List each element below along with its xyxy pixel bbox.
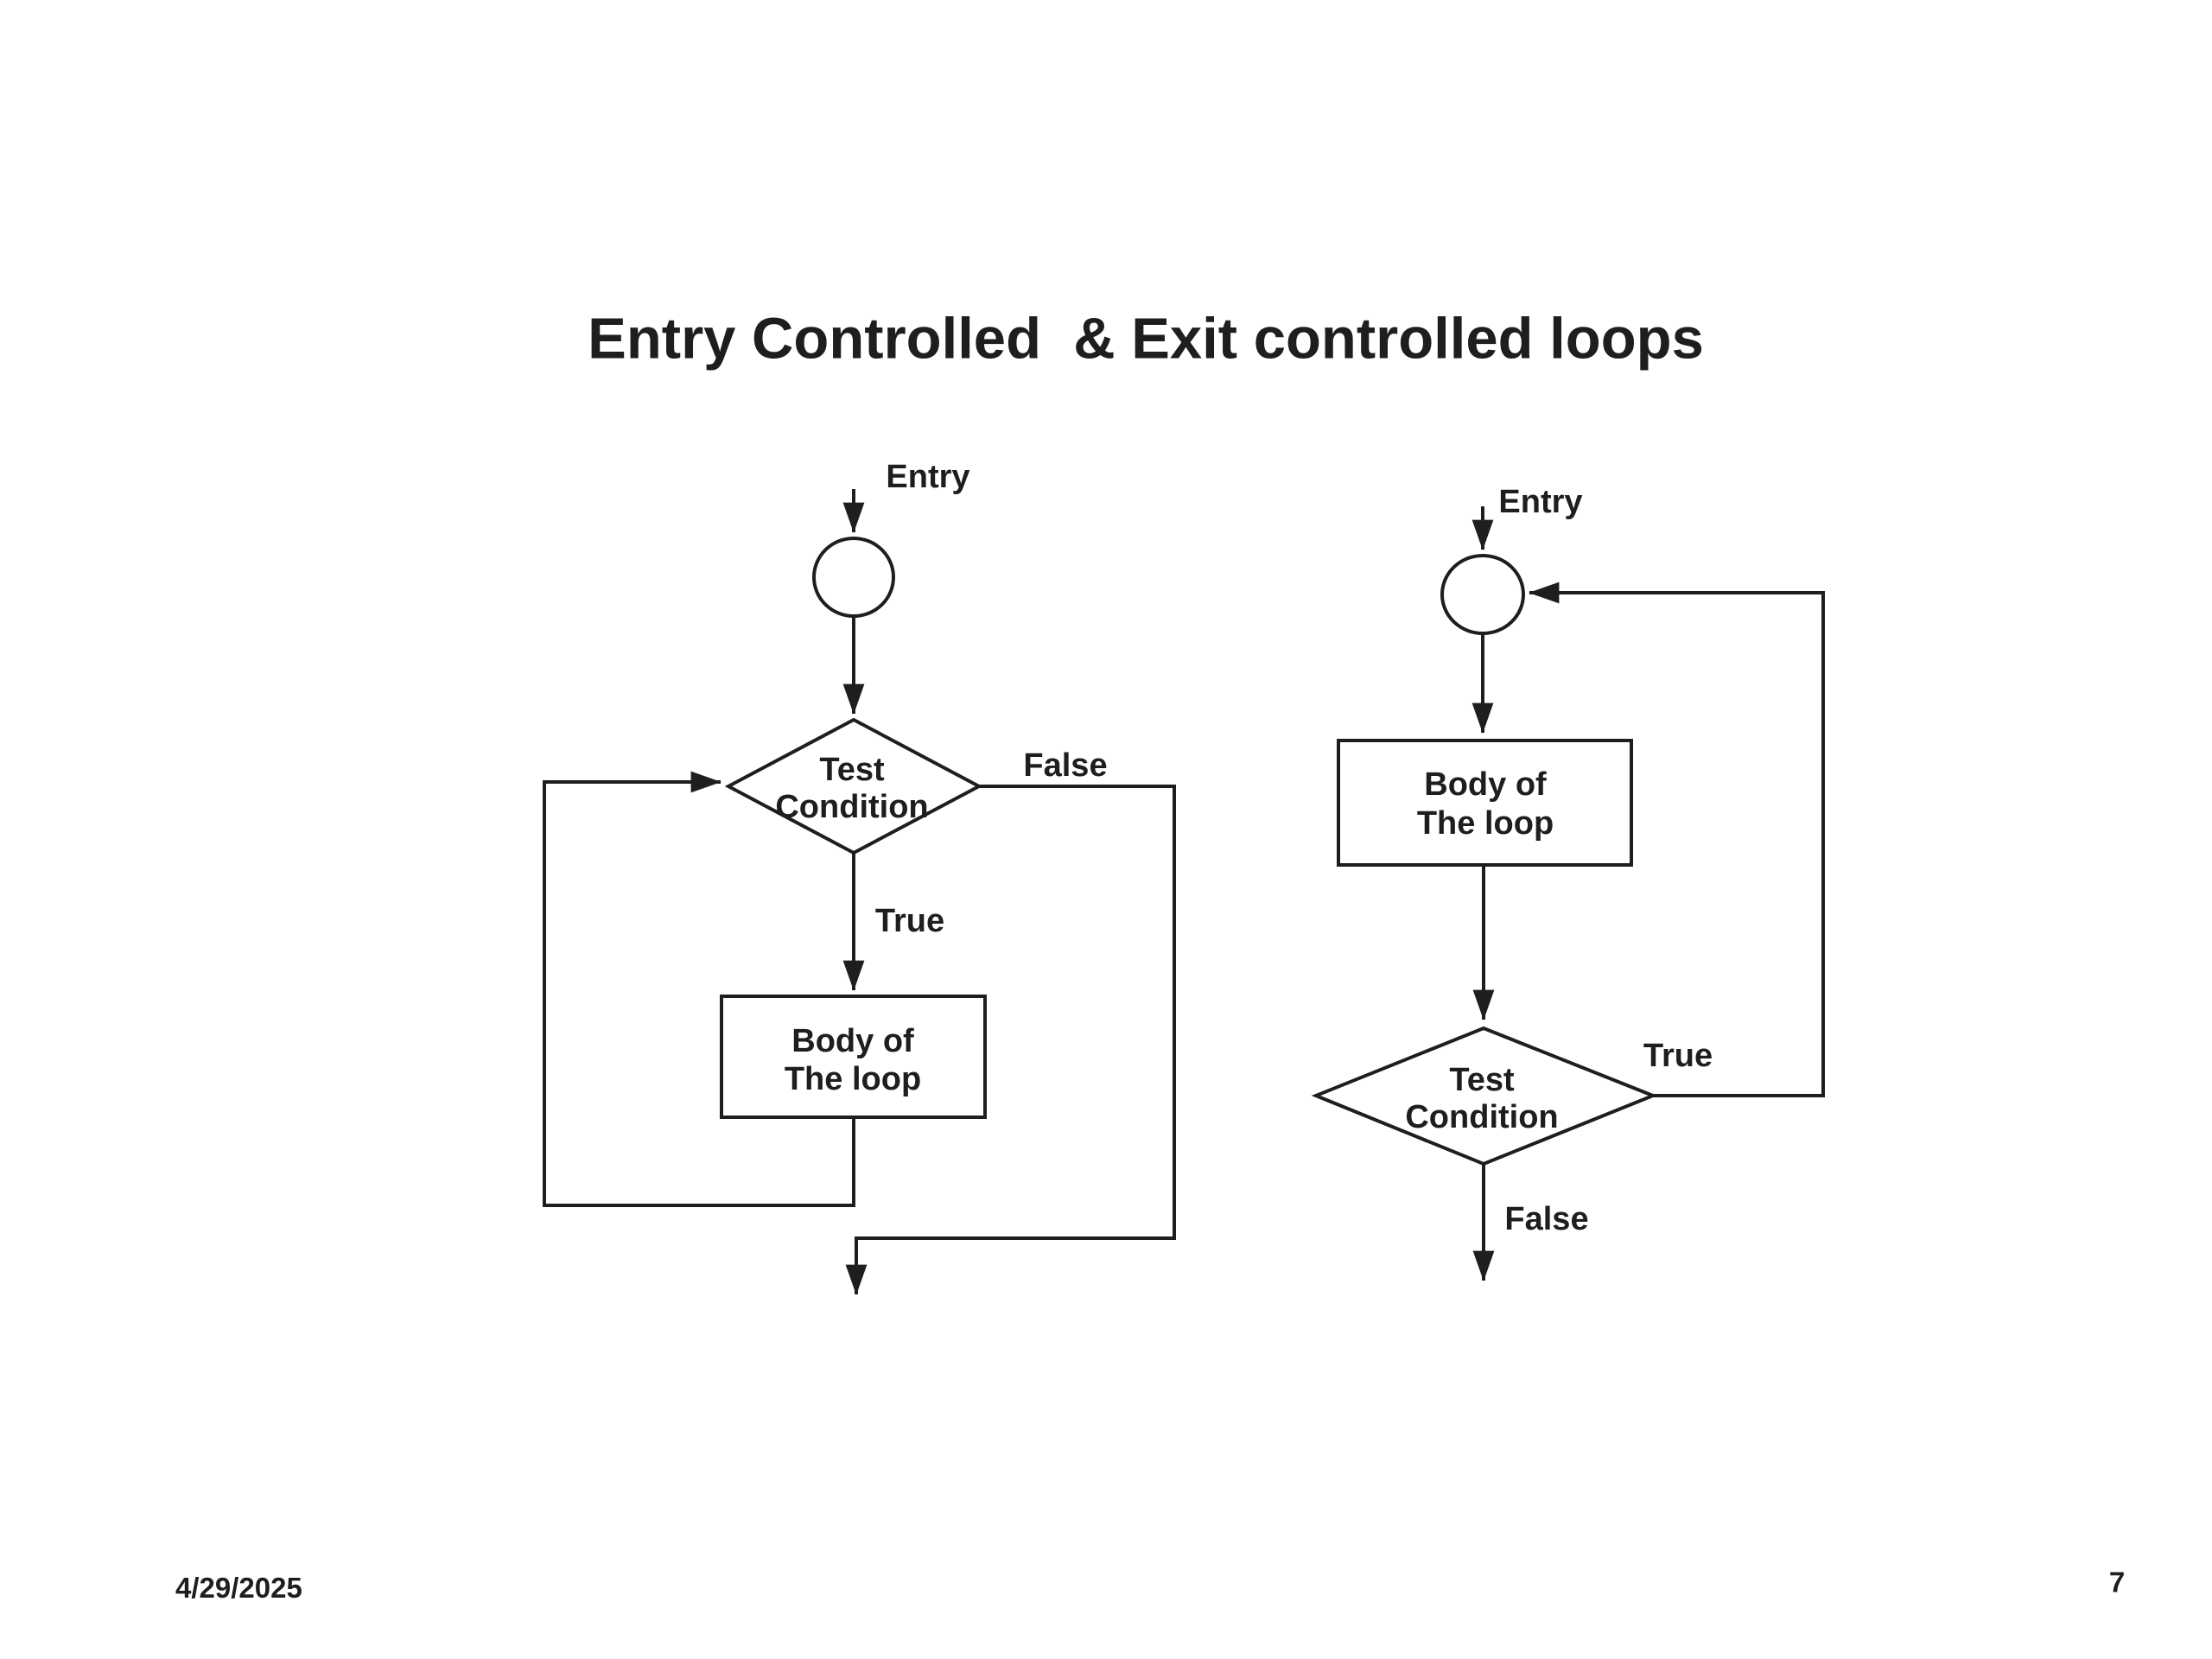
left-start-circle — [812, 537, 895, 618]
right-true-loopback-connector — [1529, 582, 1825, 1097]
left-body-label-line1: Body of — [791, 1023, 914, 1059]
left-entry-label: Entry — [886, 459, 969, 495]
footer-date: 4/29/2025 — [175, 1572, 302, 1604]
right-start-circle — [1440, 554, 1525, 635]
right-decision-label-line1: Test — [1449, 1062, 1515, 1098]
right-false-label: False — [1504, 1201, 1588, 1237]
left-body-box — [720, 995, 987, 1119]
left-true-label: True — [875, 903, 944, 939]
right-body-label-line1: Body of — [1424, 766, 1547, 803]
left-false-exit-connector — [845, 785, 1176, 1295]
right-decision-label-line2: Condition — [1405, 1099, 1558, 1135]
right-body-box — [1337, 739, 1633, 867]
slide-title: Entry Controlled & Exit controlled loops — [588, 307, 1704, 372]
right-entry-label: Entry — [1498, 484, 1582, 520]
right-true-label: True — [1643, 1038, 1713, 1074]
footer-page-number: 7 — [2109, 1567, 2125, 1599]
left-false-label: False — [1023, 747, 1107, 784]
left-decision-label-line1: Test — [819, 752, 885, 788]
right-flowchart: Entry Body of The loop Test Condition Tr… — [1311, 484, 1825, 1281]
left-flowchart: Entry Test Condition False True Body of … — [543, 459, 1176, 1295]
left-decision-label-line2: Condition — [775, 789, 928, 825]
left-body-label-line2: The loop — [785, 1061, 921, 1097]
right-body-label-line2: The loop — [1417, 805, 1554, 842]
left-loopback-connector — [543, 771, 855, 1207]
